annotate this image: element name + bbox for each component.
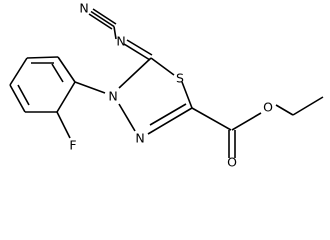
bond-n4-aryl xyxy=(74,81,106,94)
bond-c2-carbonyl xyxy=(191,107,232,131)
bond-oester-ch2 xyxy=(275,104,294,116)
atom-label-n-ring-aryl: N xyxy=(108,89,117,104)
bond-ch2-ch3 xyxy=(292,96,324,116)
atom-label-f: F xyxy=(69,138,76,153)
bond-cyano-c-n xyxy=(113,26,117,40)
bond-c5-s xyxy=(150,57,175,76)
bond-n-n xyxy=(118,103,136,132)
bond-s-c2 xyxy=(181,81,193,109)
bond-carbonyl-double xyxy=(228,130,236,158)
bond-imine-double xyxy=(123,39,153,61)
atom-label-n-ring: N xyxy=(135,131,144,146)
bond-c2-n-double xyxy=(147,103,193,135)
bond-n4-c5 xyxy=(118,57,152,89)
atom-label-n-nitrile: N xyxy=(79,1,88,16)
bond-cyano-triple xyxy=(88,8,117,30)
bond-carbonyl-oester xyxy=(231,112,262,131)
atom-label-o-ester: O xyxy=(263,100,273,115)
chemical-structure: N N S N N O O F xyxy=(9,1,324,170)
bond-aryl-f xyxy=(56,111,71,139)
benzene-ring xyxy=(9,56,76,113)
atom-label-o-carbonyl: O xyxy=(227,155,237,170)
atom-label-s-ring: S xyxy=(176,71,184,86)
atom-label-n-imine: N xyxy=(116,34,125,49)
